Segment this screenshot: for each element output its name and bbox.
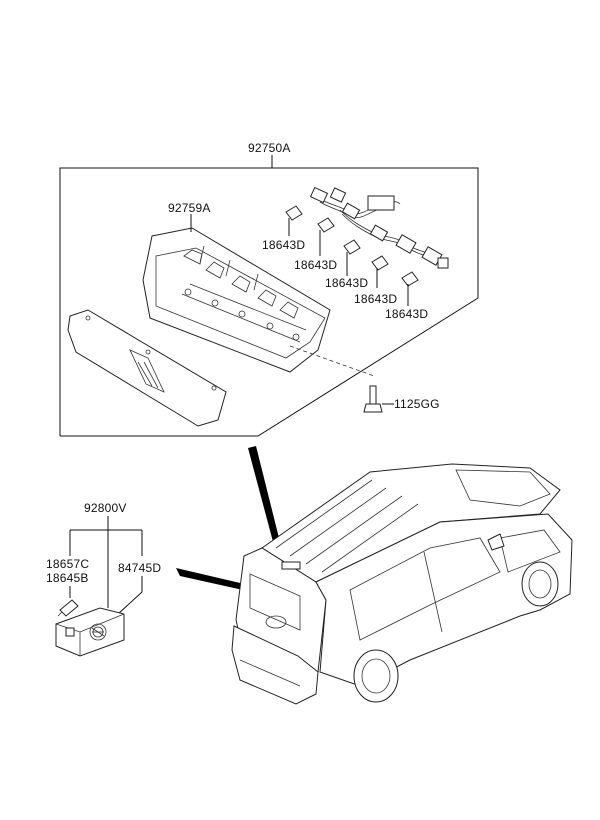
arrow-to-license-lamp (176, 568, 253, 592)
wiring-harness (309, 186, 449, 269)
license-lamp-bracket (69, 516, 143, 615)
callout-18643d-4: 18643D (354, 292, 398, 306)
license-lamp-housing (55, 607, 125, 657)
bulb-icon-5 (401, 271, 419, 306)
vehicle-illustration (231, 463, 573, 705)
bulb-icon-2 (317, 217, 335, 256)
license-bulb-icon (57, 599, 79, 617)
callout-18657c: 18657C (46, 557, 90, 571)
callout-84745d: 84745D (118, 561, 162, 575)
callout-18643d-3: 18643D (325, 276, 369, 290)
lamp-housing (142, 214, 331, 373)
callout-18643d-2: 18643D (294, 258, 338, 272)
callout-92759a: 92759A (168, 201, 211, 215)
screw-icon (289, 345, 394, 413)
callout-1125gg: 1125GG (394, 397, 440, 411)
callout-18645b: 18645B (46, 571, 89, 585)
bulb-icon-4 (371, 255, 389, 288)
callout-92800v: 92800V (84, 501, 127, 515)
callout-92750a: 92750A (248, 141, 291, 155)
lamp-lens (67, 309, 227, 427)
bulb-icon-3 (343, 239, 361, 276)
callout-18643d-1: 18643D (262, 238, 306, 252)
callout-18643d-5: 18643D (385, 307, 429, 321)
assembly-group-box (59, 155, 479, 437)
bulb-icon-1 (285, 205, 303, 236)
